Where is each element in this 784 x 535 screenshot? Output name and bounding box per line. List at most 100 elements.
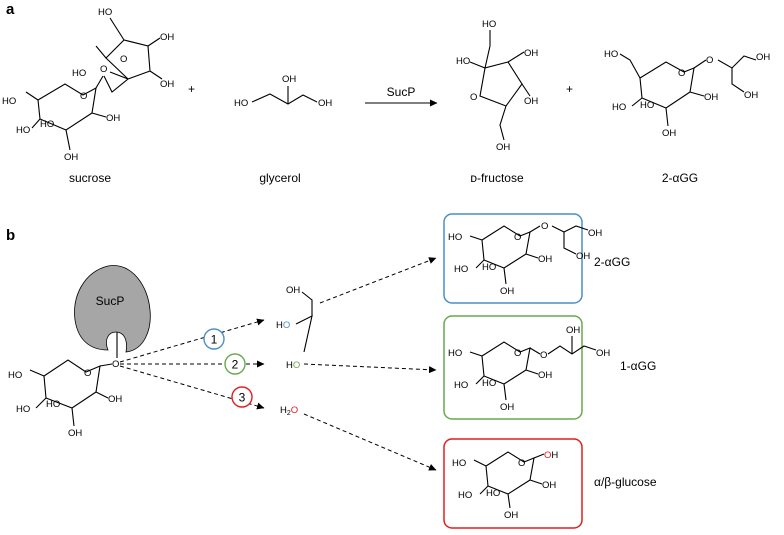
product-1-label: 2-αGG [594,255,630,269]
atom-label: HO [72,68,86,79]
fructose-label: ᴅ-fructose [470,171,524,185]
atom-label: OH [744,90,758,101]
panel-a-letter: a [6,1,15,18]
atom-label: OH [566,325,580,336]
atom-label: HO [276,320,290,331]
product-structure-a: HO O O OH OH OH HO HO OH [604,49,770,139]
route-3-circle [231,386,253,408]
atom-label: OH [524,48,538,59]
sucrose-label: sucrose [69,171,111,185]
atom-label: OH [756,52,770,63]
atom-label: HO [454,264,468,275]
atom-label: O [541,221,548,232]
glycerol-label: glycerol [259,171,300,185]
route-1-number: 1 [211,333,218,347]
atom-label: HO [482,19,496,30]
glucose-enzyme-structure: O O HO OH HO HO OH [8,359,122,439]
plus-sign: + [566,82,573,96]
atom-label: OH [504,510,518,521]
fructose-structure: HO HO O OH OH OH [456,19,538,153]
atom-label: OH [500,402,514,413]
atom-label: HO [234,98,248,109]
atom-label: HO [16,125,30,136]
atom-label: O [706,55,713,66]
atom-label: O [470,92,477,103]
atom-label: HO [98,7,112,18]
route-1-circle [203,328,225,350]
product-label-a: 2-αGG [662,171,698,185]
atom-label: O [112,359,119,370]
atom-label: OH [318,98,332,109]
product-1-structure: HO O O OH OH OH HO HO OH [448,221,602,297]
sucp-enzyme-shape [74,265,151,353]
atom-label: O [514,232,521,243]
atom-label: OH [524,96,538,107]
atom-label: HO [46,399,60,410]
atom-label: OH [160,79,174,90]
plus-sign: + [188,82,195,96]
atom-label: OH [106,113,120,124]
atom-label: O [514,348,521,359]
enzyme-label-b: SucP [96,294,125,308]
atom-label: OH [496,142,510,153]
route-2-circle [224,353,246,375]
glycerol-acceptor-structure: OH HO HO [276,285,313,371]
atom-label: HO [456,56,470,67]
panel-b-letter: b [6,227,15,244]
route-2-number: 2 [232,358,239,372]
atom-label: HO [458,490,472,501]
atom-label: O [540,350,547,361]
atom-label: HO [448,232,462,243]
atom-label: OH [596,348,610,359]
to-product-1-arrow [319,257,437,304]
product-box-2 [443,315,583,420]
atom-label: HO [2,96,16,107]
atom-label: OH [64,152,78,163]
atom-label: OH [108,394,122,405]
atom-label: OH [286,285,300,296]
product-3-label: α/β-glucose [594,475,657,489]
product-2-label: 1-αGG [620,359,656,373]
enzyme-label-a: SucP [387,85,416,99]
atom-label: OH [704,92,718,103]
product-3-structure: HO O OH OH HO HO OH [452,450,558,521]
atom-label: O [80,91,87,102]
product-2-structure: HO O O OH OH OH HO HO OH [448,325,610,413]
atom-label: OH [160,32,174,43]
atom-label: O [100,64,107,75]
atom-label: HO [448,348,462,359]
atom-label: OH [588,228,602,239]
atom-label: O [120,54,127,65]
atom-label: OH [576,251,590,262]
atom-label: HO [640,100,654,111]
route-3-number: 3 [239,391,246,405]
atom-label: HO [604,49,618,60]
atom-label: HO [482,378,496,389]
atom-label: HO [482,262,496,273]
atom-label: OH [500,286,514,297]
sucrose-structure: HO O OH HO HO OH O O HO OH OH HO [2,7,174,163]
atom-label: OH [662,128,676,139]
atom-label: HO [16,404,30,415]
route-1-arrow [119,318,265,363]
glycerol-structure: HO OH OH [234,74,332,109]
atom-label: HO [8,370,22,381]
atom-label: OH [542,480,556,491]
atom-label: HO [454,380,468,391]
to-product-2-arrow [303,363,437,374]
atom-label: HO [452,458,466,469]
atom-label: HO [286,360,300,371]
atom-label: OH [282,74,296,85]
to-product-3-arrow [303,413,437,471]
atom-label: O [518,458,525,469]
atom-label: HO [40,119,54,130]
atom-label: HO [486,488,500,499]
atom-label: OH [538,254,552,265]
atom-label: O [84,368,91,379]
atom-label: HO [612,102,626,113]
route-3-arrow [119,365,265,410]
atom-label: OH [538,370,552,381]
product-box-1 [443,213,583,304]
atom-label: OH [544,450,558,461]
